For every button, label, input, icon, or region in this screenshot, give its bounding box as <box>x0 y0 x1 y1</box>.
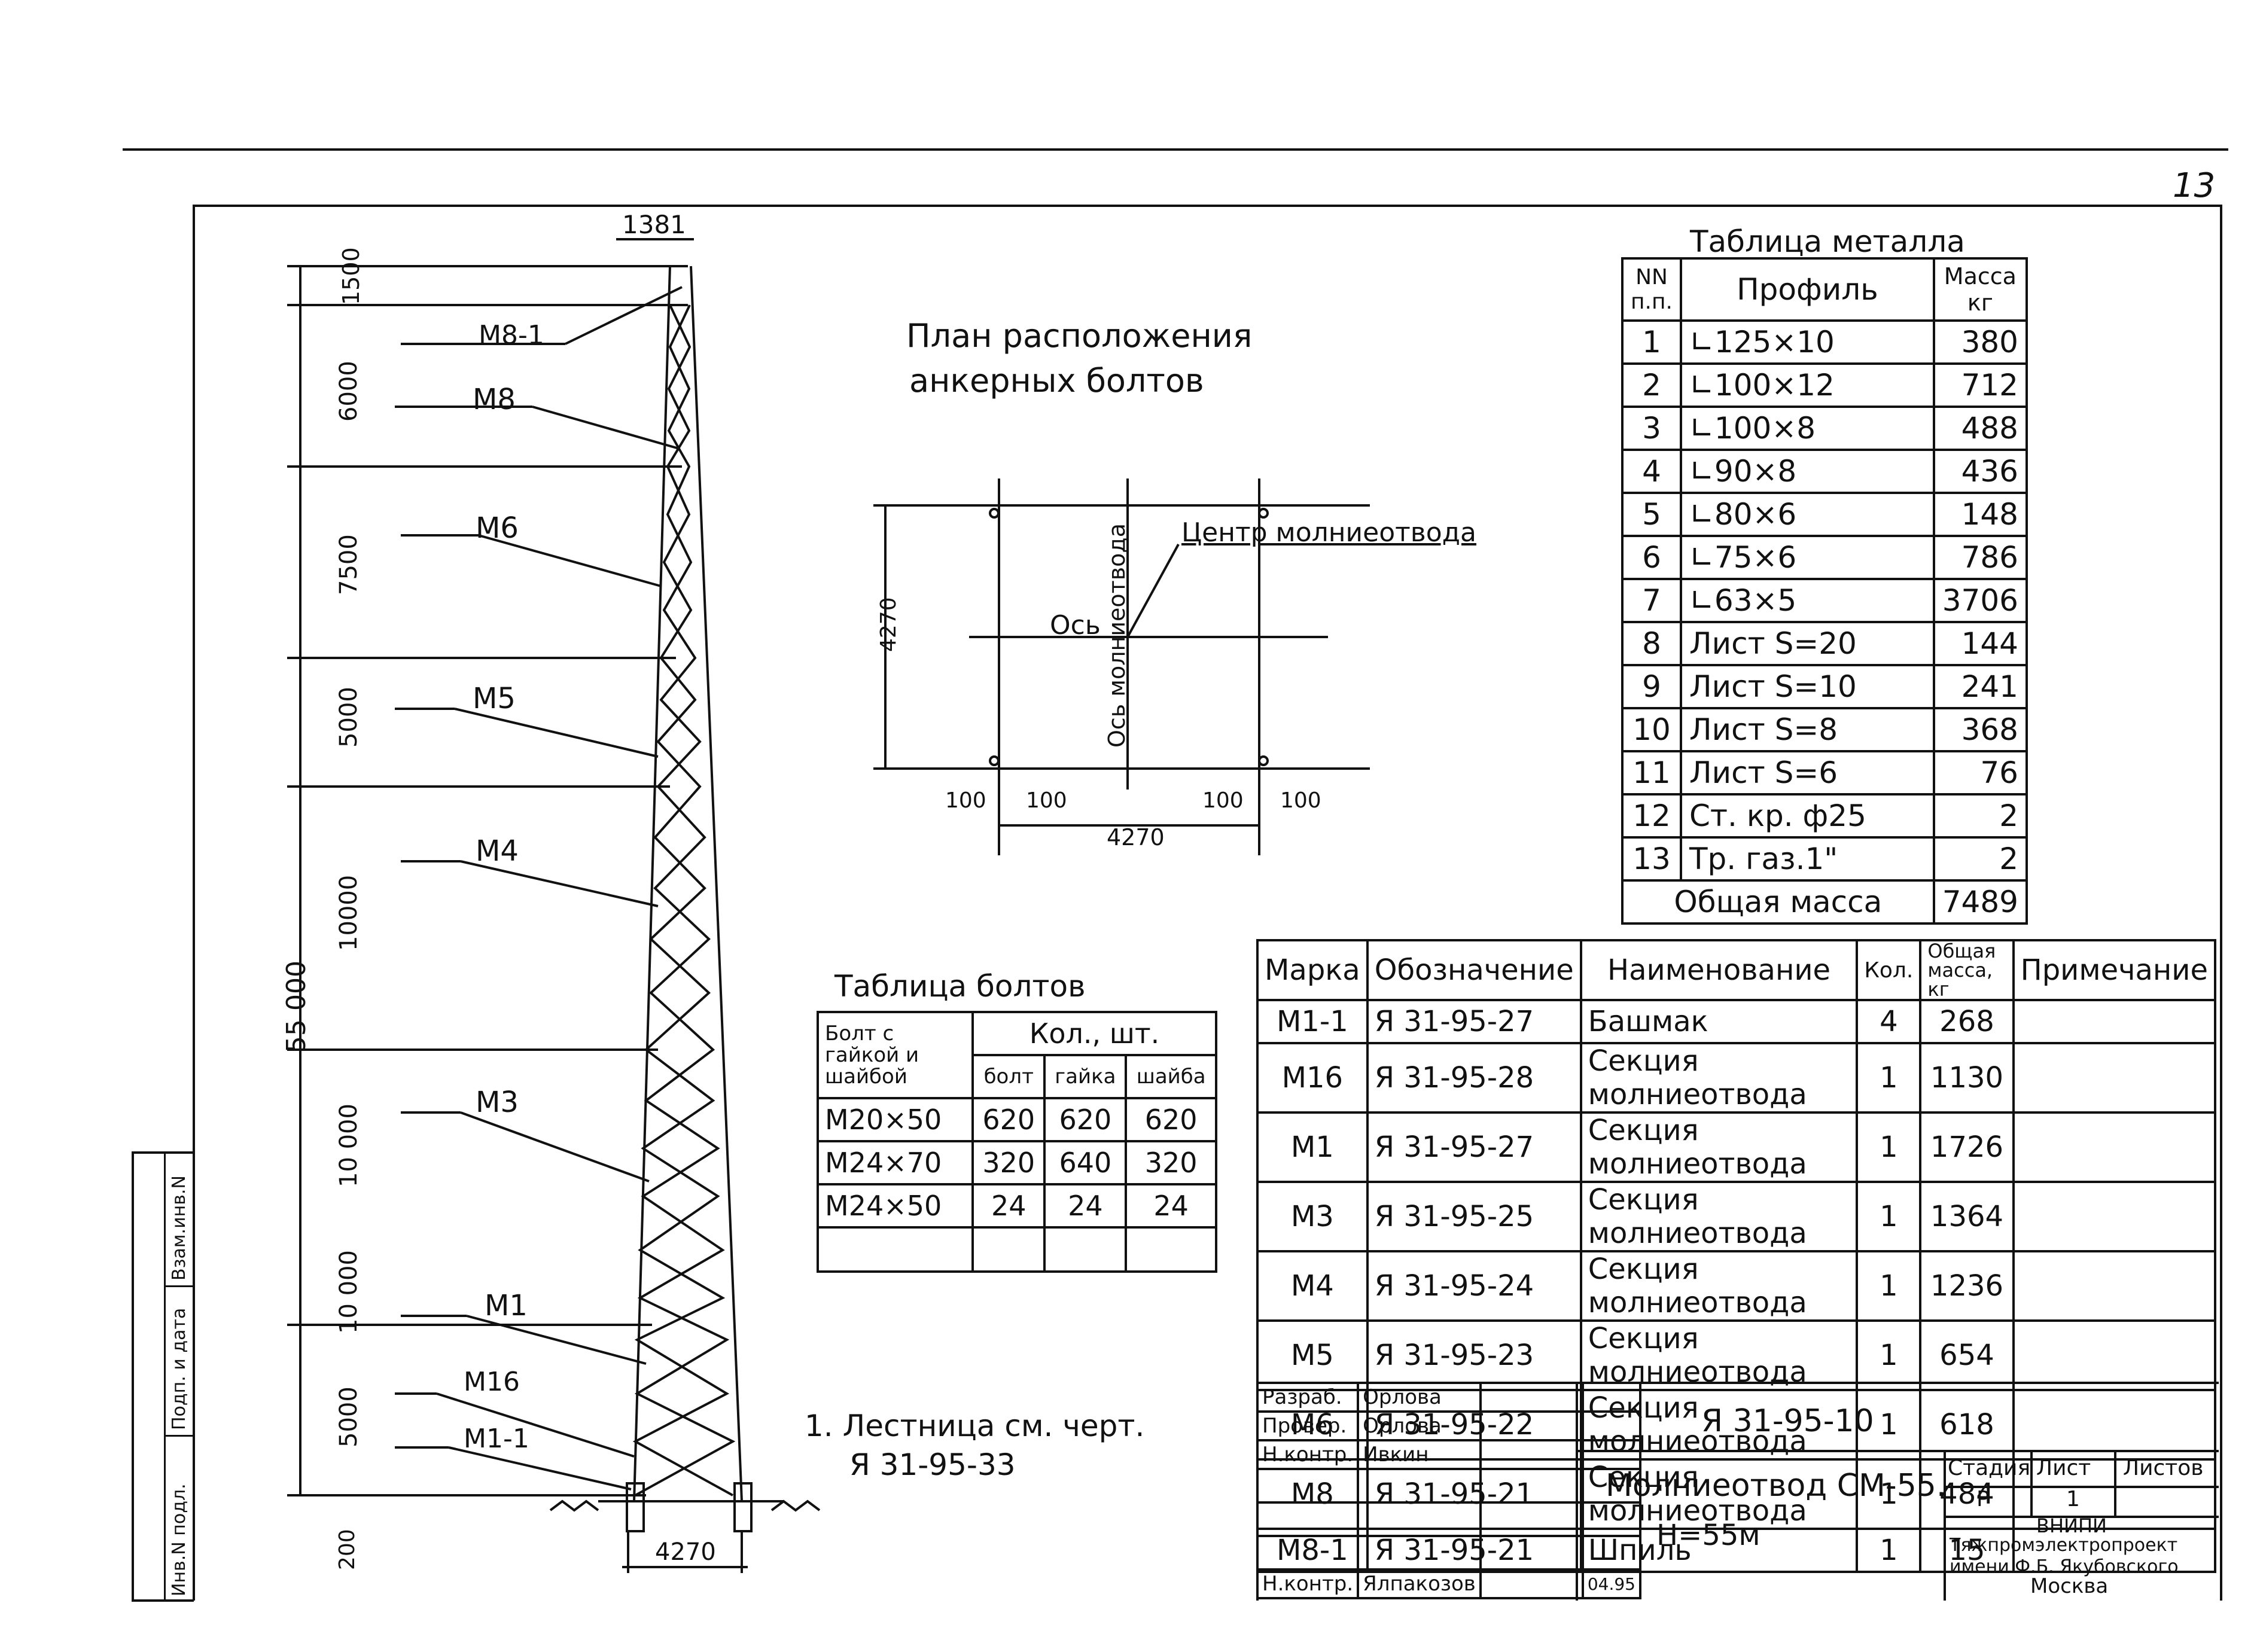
dim-10000b: 10 000 <box>335 1104 363 1187</box>
sheets-label: Листов <box>2123 1456 2204 1480</box>
plan-dim-100-c: 100 <box>1202 788 1244 813</box>
dim-5000: 5000 <box>335 687 363 748</box>
bolt-header-bolt: Болт с гайкой и шайбой <box>817 1011 974 1099</box>
table-row-empty <box>817 1226 1217 1273</box>
tower-label-m1: М1 <box>485 1289 528 1322</box>
org-line1: ВНИПИ <box>2036 1514 2107 1537</box>
stage-value: Р <box>1976 1487 1990 1511</box>
stamp-label-sign: Подп. и дата <box>169 1307 190 1430</box>
sheet-label: Лист <box>2036 1456 2091 1480</box>
plan-axis-prefix: Ось <box>1050 610 1101 641</box>
org-line2: Тяжпромэлектропроект <box>1950 1535 2178 1556</box>
stamp-label-replace: Взам.инв.N <box>169 1175 190 1281</box>
tower-label-m8-1: М8-1 <box>479 320 544 350</box>
drawing-height: Н=55м <box>1656 1519 1760 1552</box>
metal-header-num: NN п.п. <box>1621 257 1682 322</box>
bolt-table-title: Таблица болтов <box>834 969 1086 1004</box>
tower-label-m8: М8 <box>473 383 516 416</box>
dim-200: 200 <box>335 1529 360 1570</box>
anchor-plan <box>873 478 1370 855</box>
bolt-table: Болт с гайкой и шайбой Кол., шт. болт га… <box>817 1011 1217 1273</box>
tower-base-width: 4270 <box>655 1538 716 1566</box>
tower-label-m5: М5 <box>473 682 516 715</box>
tower-label-m6: М6 <box>476 511 519 545</box>
frame-border <box>193 205 2222 1601</box>
plan-title-line1: План расположения <box>906 317 1253 355</box>
sheet-corner-number: 13 <box>2173 166 2216 205</box>
plan-dim-100-a: 100 <box>945 788 986 813</box>
stage-label: Стадия <box>1948 1456 2031 1480</box>
signature <box>1479 1382 1584 1413</box>
note-line1: 1. Лестница см. черт. <box>805 1409 1145 1443</box>
tower-drawing: 1381 <box>287 210 821 1573</box>
tower-label-m4: М4 <box>476 834 519 868</box>
bolt-header-qty: Кол., шт. <box>971 1011 1217 1056</box>
signature <box>1479 1568 1584 1599</box>
dim-7500: 7500 <box>335 534 363 595</box>
tower-label-m3: М3 <box>476 1086 519 1119</box>
dim-10000c: 10 000 <box>335 1250 363 1334</box>
drawing-name: Молниеотвод СМ-55. <box>1606 1468 1947 1504</box>
plan-dim-4270: 4270 <box>1107 824 1165 851</box>
dim-10000: 10000 <box>335 874 363 951</box>
sheet-top-line <box>123 148 2228 151</box>
dim-6000: 6000 <box>335 361 363 422</box>
tower-label-m16: М16 <box>464 1367 520 1397</box>
org-line4: Москва <box>2030 1574 2109 1598</box>
dim-5000b: 5000 <box>335 1386 363 1447</box>
tower-label-m1-1: М1-1 <box>464 1424 529 1454</box>
signature <box>1479 1410 1584 1441</box>
plan-title-line2: анкерных болтов <box>909 362 1204 400</box>
title-block: Разраб.Орлова Провер.Орлова Н.контр.Ивки… <box>1256 1382 2219 1601</box>
tower-top-width: 1381 <box>622 210 686 239</box>
metal-header-profile: Профиль <box>1680 257 1935 322</box>
sheet-value: 1 <box>2066 1487 2080 1511</box>
metal-total-row: Общая масса 7489 <box>1621 879 2028 925</box>
plan-center-label: Центр молниеотвода <box>1181 517 1477 548</box>
plan-axis-vertical: Ось молниеотвода <box>1104 523 1130 748</box>
doc-code: Я 31-95-10 <box>1701 1403 1874 1439</box>
plan-dim-100-b: 100 <box>1026 788 1067 813</box>
metal-table-title: Таблица металла <box>1690 224 1965 259</box>
dim-total-height: 55 000 <box>281 961 312 1053</box>
org-line3: имени Ф.Б. Якубовского <box>1950 1556 2179 1577</box>
note-line2: Я 31-95-33 <box>849 1447 1016 1482</box>
plan-dim-4270-vertical: 4270 <box>876 597 901 652</box>
stamp-strip: Инв.N подл. Подп. и дата Взам.инв.N <box>132 1151 194 1602</box>
signature <box>1479 1439 1584 1470</box>
plan-dim-100-d: 100 <box>1280 788 1321 813</box>
metal-header-mass: Масса кг <box>1932 257 2028 322</box>
dim-1500: 1500 <box>338 247 364 305</box>
stamp-label-inv: Инв.N подл. <box>169 1483 190 1596</box>
